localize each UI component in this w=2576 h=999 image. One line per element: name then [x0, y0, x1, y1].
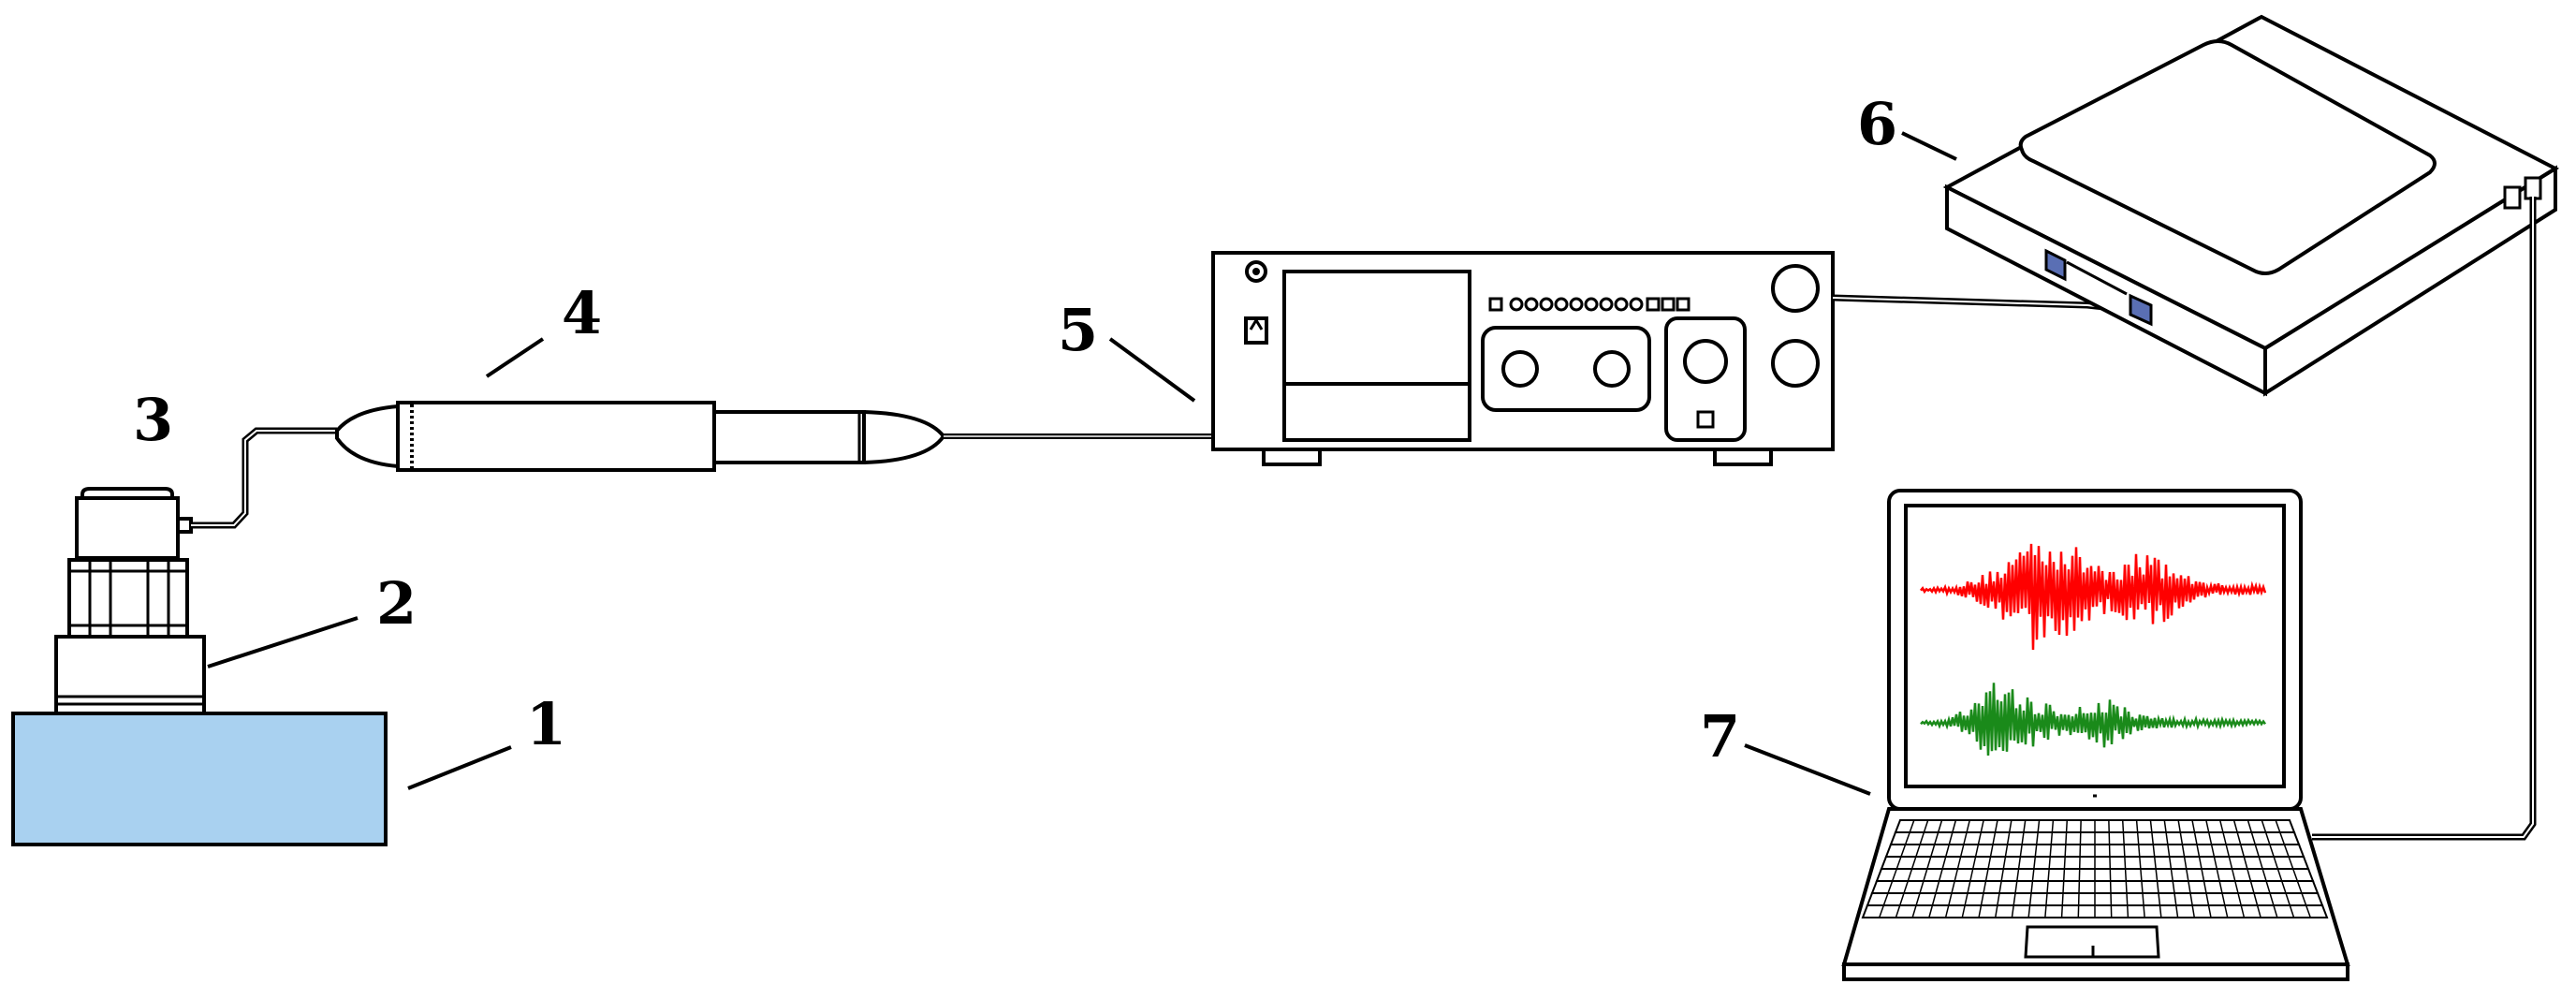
keyboard [1861, 819, 2329, 918]
ae-host-instrument [1211, 251, 1835, 466]
sensor-base [54, 635, 206, 715]
cable-preamp-to-host [944, 328, 1257, 439]
sample-block [11, 712, 388, 846]
cable-sensor-to-preamp [191, 427, 337, 529]
cable-host-to-router [1832, 294, 2122, 313]
label-1: 1 [526, 690, 566, 758]
callout-1: 1 [407, 690, 566, 790]
callout-4: 4 [485, 279, 602, 378]
label-6: 6 [1857, 90, 1897, 158]
label-7: 7 [1700, 702, 1740, 771]
led-row [1488, 297, 1690, 312]
ae-sensor [67, 487, 193, 639]
label-2: 2 [376, 569, 417, 638]
label-3: 3 [133, 386, 173, 454]
waveform-top [1920, 543, 2267, 651]
label-4: 4 [562, 279, 602, 347]
waveform-bottom [1920, 683, 2267, 757]
callout-5: 5 [1058, 296, 1196, 403]
cable-router-to-laptop [2312, 197, 2537, 841]
callout-2: 2 [207, 569, 417, 668]
preamplifier [335, 401, 946, 472]
laptop [1841, 489, 2350, 981]
callout-7: 7 [1700, 702, 1871, 796]
label-5: 5 [1058, 296, 1098, 364]
callout-3: 3 [133, 386, 173, 454]
callout-6: 6 [1857, 90, 1957, 161]
network-router [1942, 14, 2560, 397]
